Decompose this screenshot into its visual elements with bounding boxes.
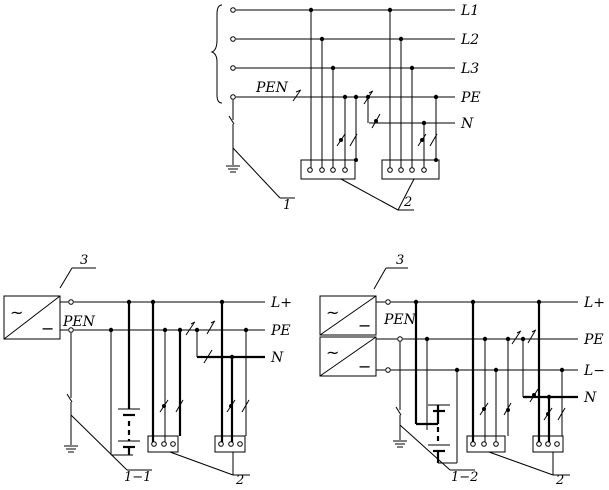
converter-top-ac: ~: [326, 303, 339, 322]
converter-box-bottom: [319, 336, 377, 377]
converter-bottom-dc: −: [358, 357, 371, 376]
earth-slash-mark: [228, 115, 235, 125]
source-brace: [210, 4, 223, 104]
callout-line-11: [70, 414, 128, 471]
split-break-mark: [185, 322, 195, 336]
callout-3: 3: [396, 253, 404, 268]
callout-line-2b: [397, 178, 415, 211]
callout-line-3: [59, 267, 73, 289]
label-l3: L3: [460, 61, 479, 77]
callout-11: 1−1: [124, 470, 151, 485]
pe-tick-left-2: [349, 133, 358, 147]
consumer-box-left: [147, 435, 179, 453]
converter-diagonal: [3, 295, 61, 340]
converter-bottom-ac: ~: [326, 343, 339, 362]
callout-line-12: [399, 424, 451, 471]
diagram-dc-double: ~ − ~ − L+ PE L− N PEN 3: [319, 253, 605, 488]
diagram-ac-network: L1 L2 L3 PE N PEN: [210, 3, 481, 213]
converter-box-top: [319, 295, 377, 336]
label-lplus: L+: [270, 295, 292, 311]
label-n: N: [270, 350, 284, 366]
earth-slash-mark: [395, 406, 402, 416]
terminal-pen: [230, 94, 236, 100]
consumer-box-right: [214, 435, 246, 453]
callout-line-2a: [488, 451, 554, 476]
terminal-l3: [230, 65, 236, 71]
consumer-box-left: [300, 159, 356, 180]
label-pen: PEN: [255, 80, 289, 96]
pen-break-mark: [292, 90, 301, 102]
tick-right-2: [557, 407, 566, 421]
earth-slash-mark: [66, 393, 73, 403]
label-n: N: [583, 390, 597, 406]
converter-box: [3, 295, 61, 340]
converter-dc-symbol: −: [41, 319, 54, 338]
pe-tick-right-2: [429, 133, 438, 147]
callout-1: 1: [283, 198, 291, 213]
callout-2-b: 2: [235, 473, 244, 488]
label-lminus: L−: [583, 363, 605, 379]
split-mark-n: [203, 349, 213, 364]
callout-2-c: 2: [555, 473, 564, 488]
split-break-tick: [368, 90, 374, 94]
callout-line-2a: [169, 451, 234, 476]
callout-line-1: [232, 147, 281, 199]
label-l1: L1: [460, 3, 479, 19]
converter-ac-symbol: ~: [10, 303, 23, 322]
diagram-dc-single: ~ − L+ PE N PEN 3: [3, 253, 292, 488]
tick-left-2: [175, 399, 184, 413]
label-pen: PEN: [62, 314, 96, 330]
split-break-mark: [363, 91, 373, 105]
converter-top-dc: −: [358, 316, 371, 335]
tick-right-2: [241, 399, 250, 413]
label-pe: PE: [460, 90, 481, 106]
callout-3: 3: [80, 253, 88, 268]
terminal-l1: [230, 7, 236, 13]
label-n: N: [460, 116, 474, 132]
label-pe: PE: [583, 332, 604, 348]
consumer-box-left: [466, 435, 506, 453]
label-pen: PEN: [383, 312, 417, 328]
callout-line-3: [373, 267, 387, 290]
terminal-l2: [230, 36, 236, 42]
label-lplus: L+: [583, 295, 605, 311]
consumer-box-right: [381, 159, 440, 180]
label-pe: PE: [270, 323, 291, 339]
label-l2: L2: [460, 32, 479, 48]
callout-12: 1−2: [451, 470, 478, 485]
callout-2: 2: [403, 195, 412, 210]
split-break-mark: [511, 331, 521, 345]
pen-break-tick: [295, 89, 302, 93]
callout-line-2a: [340, 178, 399, 211]
